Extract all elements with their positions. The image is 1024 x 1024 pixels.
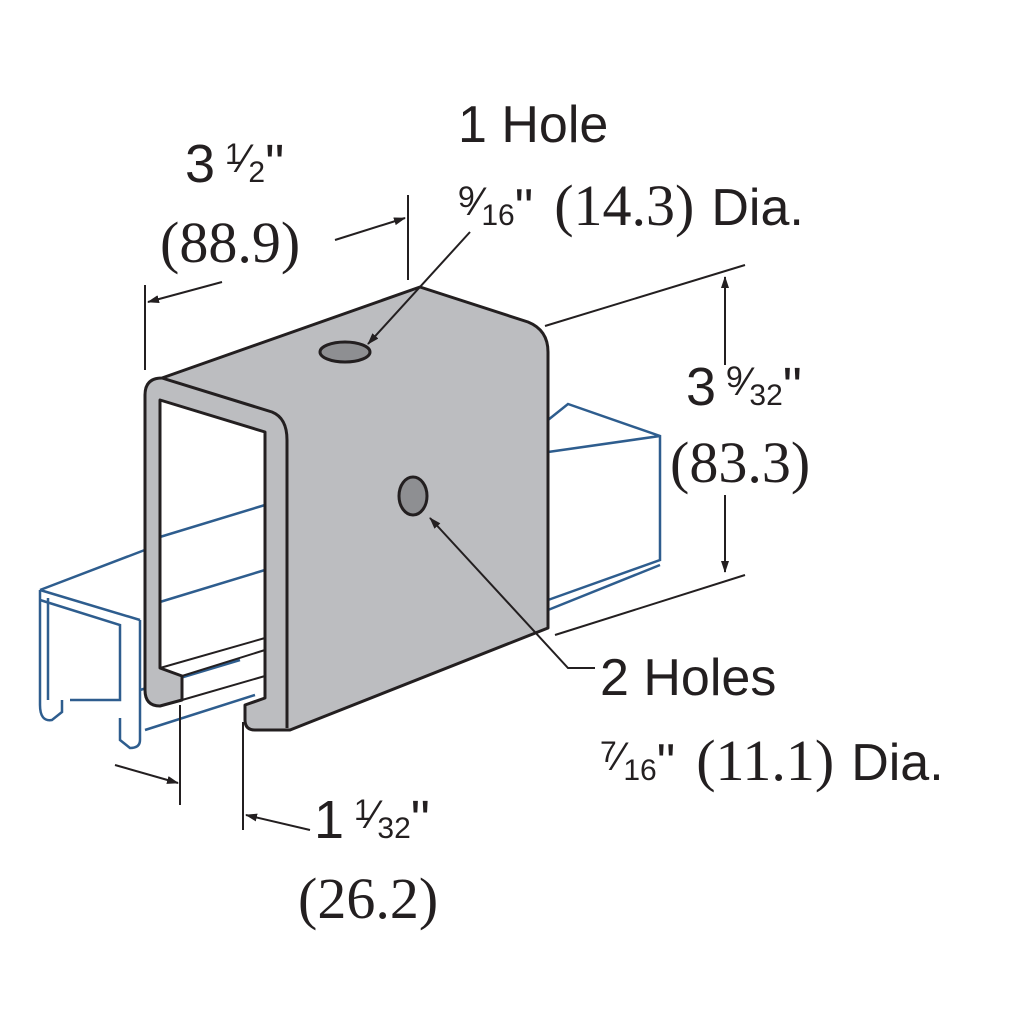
opening-dim-metric: (26.2) (298, 866, 438, 931)
u-bracket (143, 285, 550, 732)
height-dim-metric: (83.3) (670, 430, 810, 495)
top-hole-size: 9⁄16" (14.3) Dia. (458, 173, 804, 238)
bracket-body (143, 285, 550, 732)
width-dim-metric: (88.9) (160, 210, 300, 275)
dimension-lines (114, 195, 746, 831)
side-hole (397, 475, 429, 517)
top-hole (318, 340, 372, 364)
top-hole-label: 1 Hole (458, 96, 608, 154)
side-holes-label: 2 Holes (600, 649, 776, 707)
side-holes-size: 7⁄16" (11.1) Dia. (600, 728, 944, 793)
